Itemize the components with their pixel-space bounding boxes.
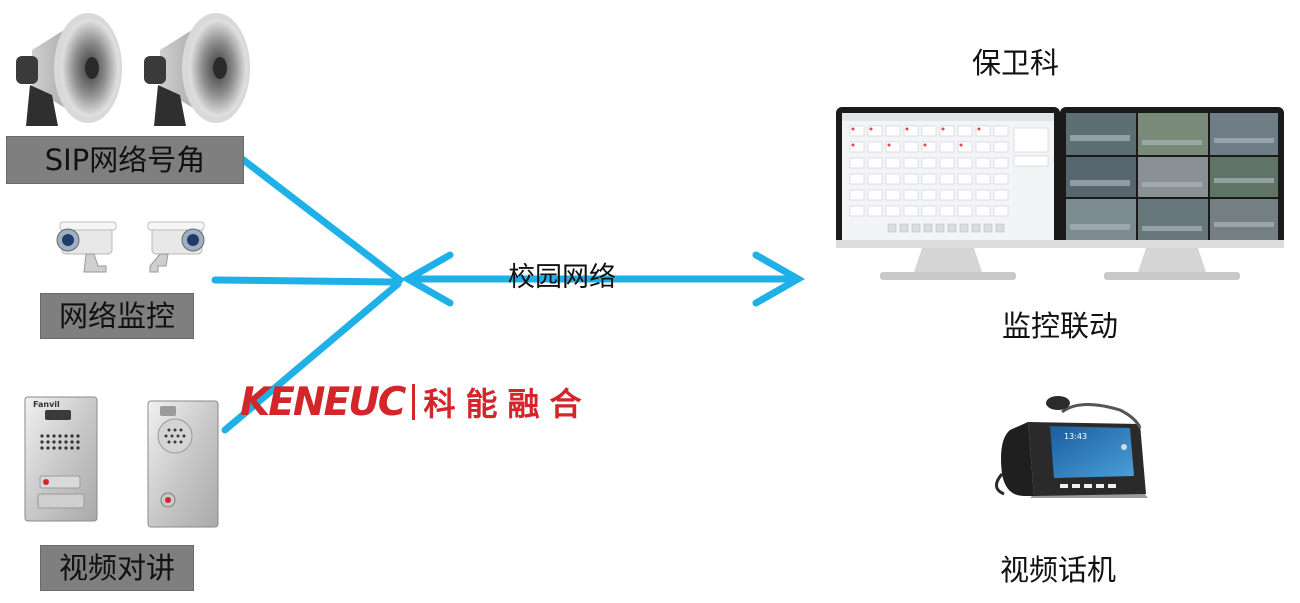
security-dept-label: 保卫科 [972,46,1060,80]
intercom-brand-text: Fanvil [33,400,60,409]
intercom-panel-left [24,396,98,522]
monitor-right [1060,107,1284,280]
software-grid [849,125,1049,217]
camera-left [56,221,117,273]
video-phone [995,396,1148,498]
connection-lines [211,148,806,434]
camera-link-line [211,276,402,286]
video-intercom-label: 视频对讲 [40,545,194,591]
intercom-link-line [221,280,402,434]
logo-brand-en: KENEUC [240,379,406,425]
camera-right [147,221,205,273]
monitor-left [836,107,1060,280]
logo-brand-cn: 科能融合 [423,385,592,423]
sip-horn-left [16,13,122,126]
intercom-panel-right [147,400,219,528]
campus-network-label: 校园网络 [508,262,616,293]
horn-link-line [229,148,404,284]
arrowhead-right [752,251,806,307]
keneuc-logo: KENEUC 科能融合 [240,379,592,425]
sip-horn-right [144,13,250,126]
logo-divider [412,384,416,420]
monitor-linkage-label: 监控联动 [1002,309,1119,343]
arrowhead-left [400,251,454,307]
phone-screen-time: 13:43 [1064,432,1088,441]
network-camera-label: 网络监控 [40,293,194,339]
sip-horn-label: SIP网络号角 [6,136,244,184]
video-phone-label: 视频话机 [1000,553,1117,587]
camera-feed-grid [1066,113,1278,241]
